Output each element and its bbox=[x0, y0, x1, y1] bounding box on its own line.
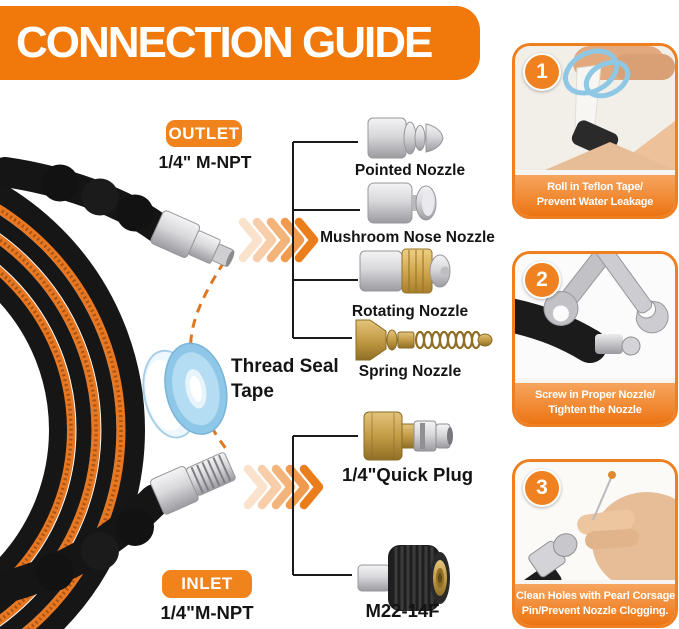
inlet-thread-label: 1/4"M-NPT bbox=[160, 602, 254, 623]
thread-seal-tape-image bbox=[142, 342, 228, 439]
outlet-thread-label: 1/4" M-NPT bbox=[158, 152, 252, 172]
adapter-bracket-connector bbox=[292, 435, 358, 576]
step-card-2: 2 Screw in Proper Nozzle/ Tighten the No… bbox=[512, 251, 678, 427]
step1-photo-teflon-tape bbox=[515, 46, 675, 170]
quick-plug-image bbox=[363, 411, 453, 461]
tape-label-line1: Thread Seal bbox=[231, 356, 339, 377]
adapter-label-m22: M22-14F bbox=[365, 600, 440, 621]
step1-caption-line1: Roll in Teflon Tape/ bbox=[547, 181, 643, 194]
step1-caption: Roll in Teflon Tape/ Prevent Water Leaka… bbox=[515, 175, 675, 216]
nozzle-label-rotating: Rotating Nozzle bbox=[351, 303, 469, 320]
step1-caption-line2: Prevent Water Leakage bbox=[536, 196, 654, 209]
nozzle-bracket-connector bbox=[292, 141, 360, 339]
nozzle-label-pointed: Pointed Nozzle bbox=[354, 162, 466, 179]
inlet-chevron-right-arrows-icon bbox=[243, 464, 324, 510]
outlet-chevron-right-arrows-icon bbox=[238, 217, 319, 263]
page-title: CONNECTION GUIDE bbox=[0, 6, 480, 80]
step-card-1: 1 Roll in Teflon Tape/ Prevent Water Lea… bbox=[512, 43, 678, 219]
step2-caption: Screw in Proper Nozzle/ Tighten the Nozz… bbox=[515, 383, 675, 424]
step3-caption: Clean Holes with Pearl Corsage Pin/Preve… bbox=[515, 584, 675, 625]
step2-number-badge: 2 bbox=[523, 261, 561, 299]
hose-inlet-end-image bbox=[0, 452, 236, 606]
step-card-3: 3 Clean Holes with Pearl Corsage Pin/Pre… bbox=[512, 459, 678, 628]
step2-caption-line1: Screw in Proper Nozzle/ bbox=[534, 389, 656, 402]
inlet-badge: INLET bbox=[162, 570, 252, 598]
coiled-hose-image bbox=[0, 181, 145, 629]
step3-caption-line2: Pin/Prevent Nozzle Clogging. bbox=[521, 605, 669, 618]
m22-fitting-image bbox=[357, 545, 450, 611]
nozzle-label-mushroom: Mushroom Nose Nozzle bbox=[320, 229, 495, 246]
hose-diagram bbox=[0, 117, 493, 629]
tape-label: Thread Seal Tape bbox=[231, 355, 339, 404]
hose-outlet-end-image bbox=[0, 157, 235, 267]
step3-number-badge: 3 bbox=[523, 469, 561, 507]
dashed-connector-line bbox=[189, 261, 229, 451]
step3-caption-line1: Clean Holes with Pearl Corsage bbox=[516, 590, 676, 603]
adapter-label-quick-plug: 1/4"Quick Plug bbox=[341, 464, 474, 485]
step1-number-badge: 1 bbox=[523, 53, 561, 91]
pointed-nozzle-image bbox=[367, 117, 444, 159]
mushroom-nose-nozzle-image bbox=[367, 182, 437, 224]
spring-nozzle-image bbox=[355, 319, 493, 361]
tape-label-line2: Tape bbox=[231, 380, 274, 402]
outlet-badge: OUTLET bbox=[166, 120, 242, 147]
rotating-nozzle-image bbox=[359, 248, 451, 294]
nozzle-label-spring: Spring Nozzle bbox=[358, 363, 462, 380]
step2-caption-line2: Tighten the Nozzle bbox=[548, 404, 642, 417]
